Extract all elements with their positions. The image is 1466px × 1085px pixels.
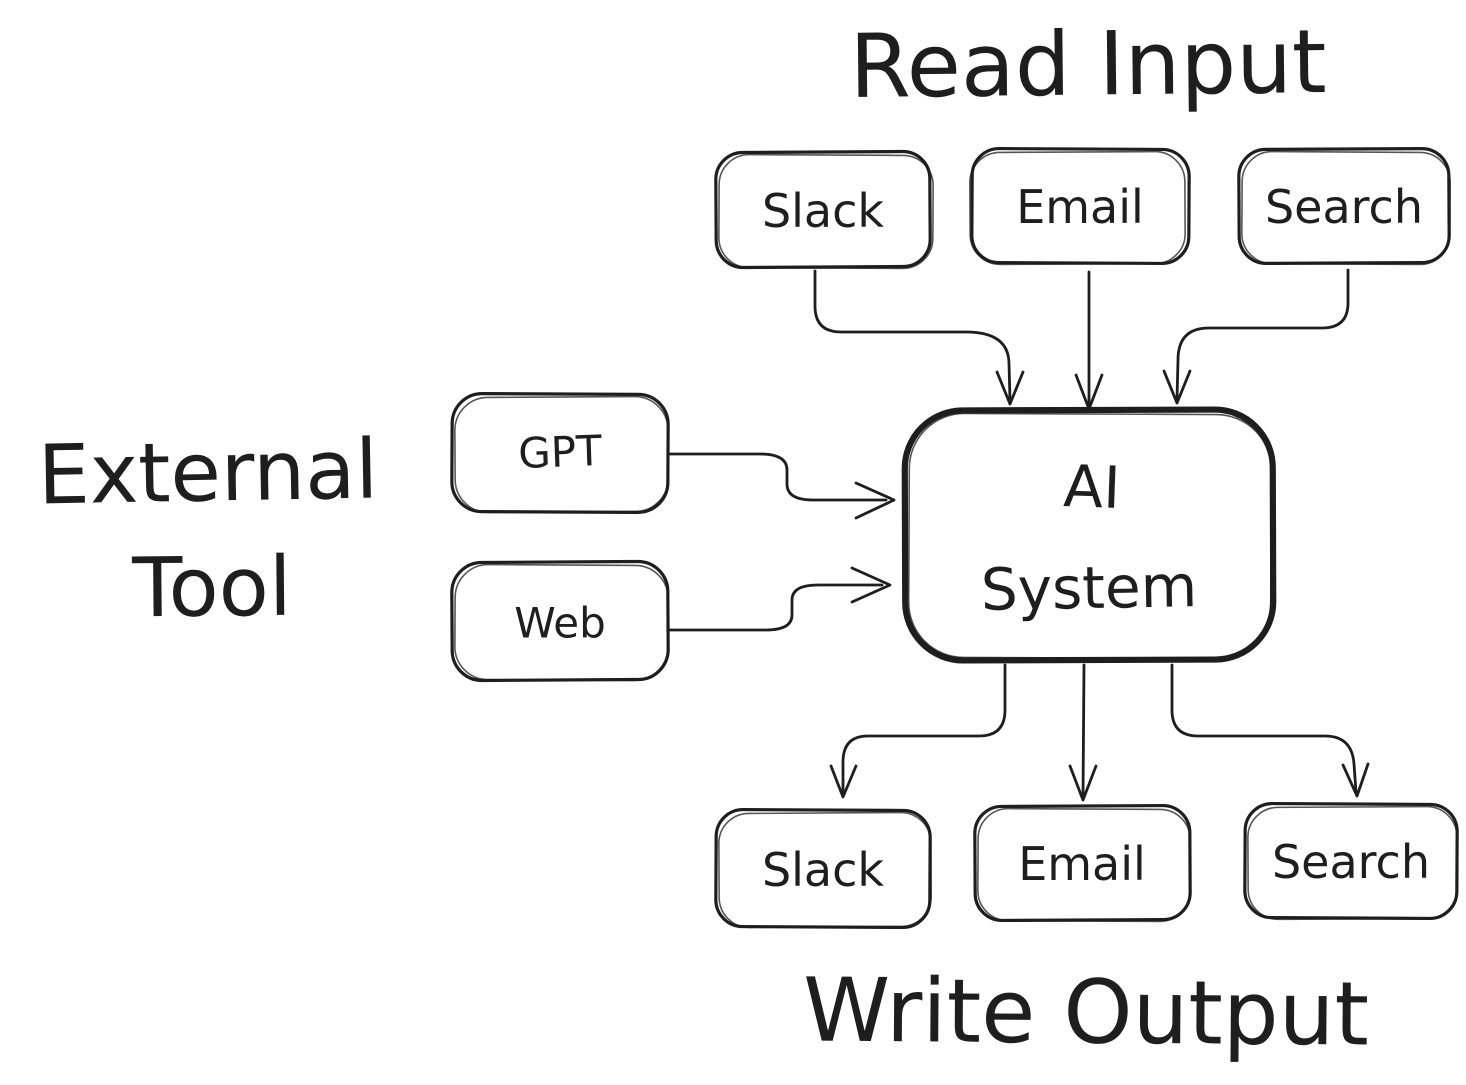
arrow-ai-to-output-slack [829,663,1007,799]
ai-system-node: AI System [901,406,1277,664]
input-node-slack-box-sketchline [718,153,934,270]
arrow-input-slack-to-ai-shaft [813,269,1012,402]
tool-node-gpt-box-sketchline [454,395,669,514]
input-node-search-label: Search [1265,180,1423,234]
tool-node-web: Web [450,559,670,683]
external-tool-label-line1: External [37,423,379,524]
tool-node-web-label: Web [514,599,606,648]
output-node-slack: Slack [714,807,932,930]
tool-node-web-box-sketchline [454,563,669,682]
arrow-ai-to-output-search-head [1341,762,1370,798]
arrow-ai-to-output-slack-head [829,764,858,799]
tool-node-gpt: GPT [450,391,670,515]
input-node-search-box [1237,146,1451,266]
output-node-search: Search [1243,801,1459,921]
arrow-input-email-to-ai [1074,270,1104,411]
arrow-input-slack-to-ai [813,269,1025,406]
output-node-search-label: Search [1272,835,1430,889]
output-node-email: Email [973,803,1192,923]
ai-system-label-line1: AI [1062,452,1121,522]
arrow-input-slack-to-ai-head [995,370,1025,406]
input-node-search-box-sketchline [1241,150,1451,266]
output-node-slack-label: Slack [762,843,884,897]
input-node-slack-label: Slack [762,184,884,238]
arrow-input-search-to-ai-head [1162,369,1192,405]
external-tool-label-line2: Tool [131,540,292,636]
arrow-gpt-to-ai [668,452,896,520]
arrow-gpt-to-ai-shaft [668,452,888,502]
arrow-web-to-ai-head [850,566,892,604]
write-output-title: Write Output [803,959,1370,1066]
input-node-email-box [970,146,1191,266]
input-node-search: Search [1237,146,1451,266]
ai-system-box-sketchline [907,412,1273,660]
arrow-input-email-to-ai-head [1074,373,1104,411]
ai-system-label-line2: System [980,552,1197,624]
arrow-input-search-to-ai-shaft [1175,268,1350,401]
arrow-ai-to-output-email-head [1068,764,1098,802]
input-node-email-box-sketchline [969,150,1186,266]
input-node-email: Email [969,146,1191,266]
tool-node-gpt-label: GPT [517,426,603,478]
output-node-email-box-sketchline [977,807,1191,923]
output-node-email-label: Email [1018,837,1146,891]
arrow-ai-to-output-search [1170,663,1370,798]
input-node-slack-box [714,149,932,270]
external-tool-label: External Tool [37,423,379,637]
arrow-web-to-ai [668,566,892,632]
arrow-ai-to-output-email-shaft [1081,663,1086,799]
output-node-search-box-sketchline [1247,805,1458,921]
arrow-ai-to-output-slack-shaft [841,663,1007,795]
arrow-gpt-to-ai-head [854,481,896,520]
arrow-input-search-to-ai [1162,268,1350,405]
ai-system-box [901,406,1277,664]
read-input-title: Read Input [849,10,1327,118]
input-node-email-label: Email [1016,180,1144,234]
arrow-ai-to-output-search-shaft [1170,663,1358,794]
output-node-slack-box-sketchline [718,811,932,929]
arrow-web-to-ai-shaft [668,583,884,632]
input-node-slack: Slack [714,149,934,270]
arrow-ai-to-output-email [1068,663,1098,802]
